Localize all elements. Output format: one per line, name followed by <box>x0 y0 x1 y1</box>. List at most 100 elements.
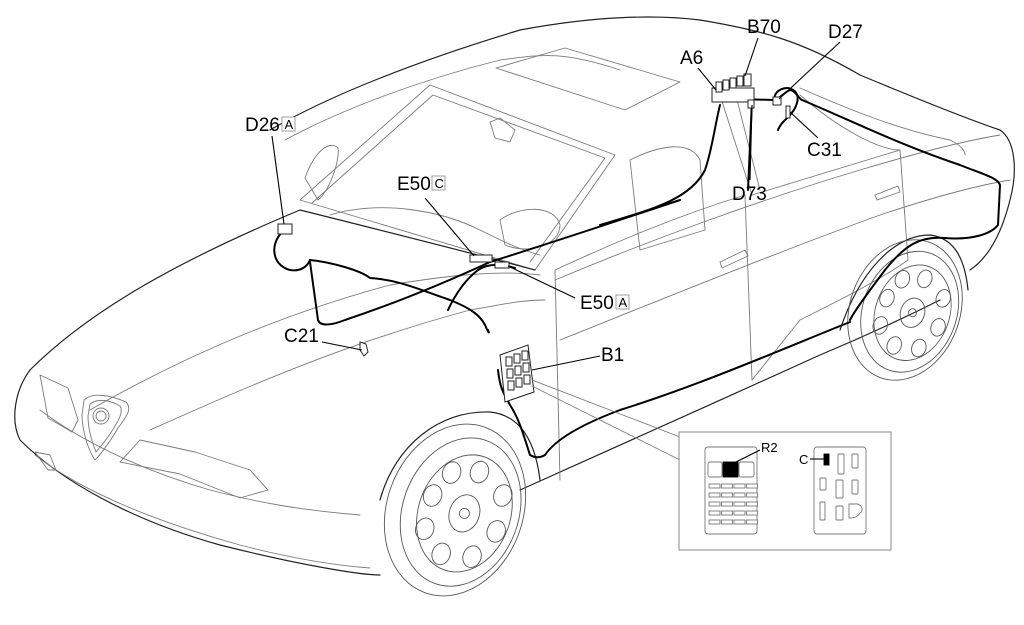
label-b70: B70 <box>747 17 781 38</box>
front-tire-inner <box>399 437 522 587</box>
relay-slot-r2 <box>722 461 739 478</box>
label-d26-text: D26 <box>245 115 280 136</box>
rim-hole <box>894 270 911 289</box>
label-d27: D27 <box>828 22 863 43</box>
rim-hole <box>872 316 888 335</box>
leader-e50c <box>424 197 475 257</box>
front-rim <box>416 454 513 573</box>
roof-relay-block <box>711 73 755 103</box>
label-e50c-box <box>431 175 446 191</box>
connector-slot <box>835 479 844 499</box>
fuse-box-inset: R2 C <box>678 431 892 551</box>
front-bumper <box>14 369 381 576</box>
relay <box>729 77 737 89</box>
beltline <box>554 134 1001 281</box>
rim-hole <box>415 517 435 541</box>
grille-shield-inner <box>87 399 122 453</box>
sunroof <box>495 47 681 111</box>
connector-slot <box>819 501 826 521</box>
fuse-slot <box>523 374 531 385</box>
fuse-slot <box>733 483 746 489</box>
relay-slot-right <box>738 461 755 478</box>
label-e50a: E50 A <box>580 293 630 314</box>
fuse-slot <box>746 510 758 516</box>
leader-r2 <box>731 449 761 465</box>
fuse-slot <box>708 519 721 525</box>
front-hub <box>448 494 481 533</box>
label-d73: D73 <box>732 184 767 205</box>
fuse-slot <box>522 362 530 373</box>
fuse-slot <box>507 380 515 391</box>
hood-crease-2 <box>149 299 546 431</box>
inset-projection <box>531 379 681 461</box>
leader-c21 <box>321 341 363 351</box>
roof-outline <box>269 16 861 131</box>
connector-c21 <box>359 341 369 357</box>
front-door <box>554 194 753 481</box>
fuse-slot <box>513 353 521 364</box>
leader-lines <box>271 37 841 371</box>
front-seat <box>629 146 706 251</box>
label-d26-box <box>281 116 296 132</box>
brand-emblem-inner <box>95 410 107 422</box>
rear-rim-holes <box>872 269 951 358</box>
fuse-slot <box>515 377 523 388</box>
fuse-slot <box>721 492 733 498</box>
hood-outline <box>29 209 536 371</box>
label-e50c: E50 C <box>397 174 446 195</box>
rear-rim <box>873 264 952 361</box>
fuse-grid <box>708 483 758 525</box>
leader-a6 <box>697 67 717 91</box>
fuse-slot <box>733 510 746 516</box>
fuse-box-b1 <box>499 344 535 403</box>
windshield <box>299 84 616 271</box>
rear-hub-logo <box>908 308 917 318</box>
fuse-slot <box>733 492 746 498</box>
rim-hole <box>935 289 951 308</box>
harness-sill <box>497 321 851 459</box>
label-c: C <box>799 452 808 467</box>
brand-emblem <box>92 407 110 425</box>
hood-crease-1 <box>89 272 541 411</box>
label-e50a-variant: A <box>619 295 628 310</box>
label-e50c-variant: C <box>435 176 444 191</box>
relay <box>715 81 723 93</box>
rim-hole <box>486 520 506 543</box>
harness-rear-quarter <box>801 99 1001 321</box>
rim-hole <box>879 288 895 308</box>
fuse-slot <box>721 510 733 516</box>
relay <box>743 73 752 87</box>
rim-hole <box>917 269 933 289</box>
leader-c31 <box>789 111 819 139</box>
rim-hole <box>422 484 443 507</box>
fuse-slot <box>746 492 758 498</box>
connector-e50c <box>469 254 493 263</box>
fuse-slot <box>708 483 721 489</box>
front-hub-logo <box>458 507 470 519</box>
fuse-slot <box>506 368 514 379</box>
harness-d26-loop <box>273 229 311 272</box>
rim-hole <box>930 318 946 337</box>
fog-light <box>34 451 57 471</box>
left-side-mirror <box>304 144 339 201</box>
left-headlight <box>39 374 79 433</box>
relay <box>722 79 730 91</box>
fuse-slot <box>746 483 758 489</box>
label-c21: C21 <box>284 326 319 347</box>
label-e50a-text: E50 <box>580 293 614 314</box>
connector-d27 <box>772 96 782 106</box>
component-labels: D26 A E50 C E50 A C21 A6 B70 D27 D73 C31… <box>245 17 863 366</box>
front-door-handle <box>719 249 749 269</box>
leader-d26 <box>271 135 285 225</box>
relay <box>736 75 744 87</box>
fuse-slot <box>721 501 733 507</box>
projection-line-upper <box>531 379 681 438</box>
connector-slot <box>819 477 827 491</box>
rear-window <box>799 87 966 156</box>
front-rim-holes <box>415 460 513 568</box>
connector-slot <box>851 479 859 495</box>
connector-c31 <box>785 105 791 119</box>
front-bumper-crease <box>39 409 361 516</box>
rear-wheel <box>847 239 963 381</box>
